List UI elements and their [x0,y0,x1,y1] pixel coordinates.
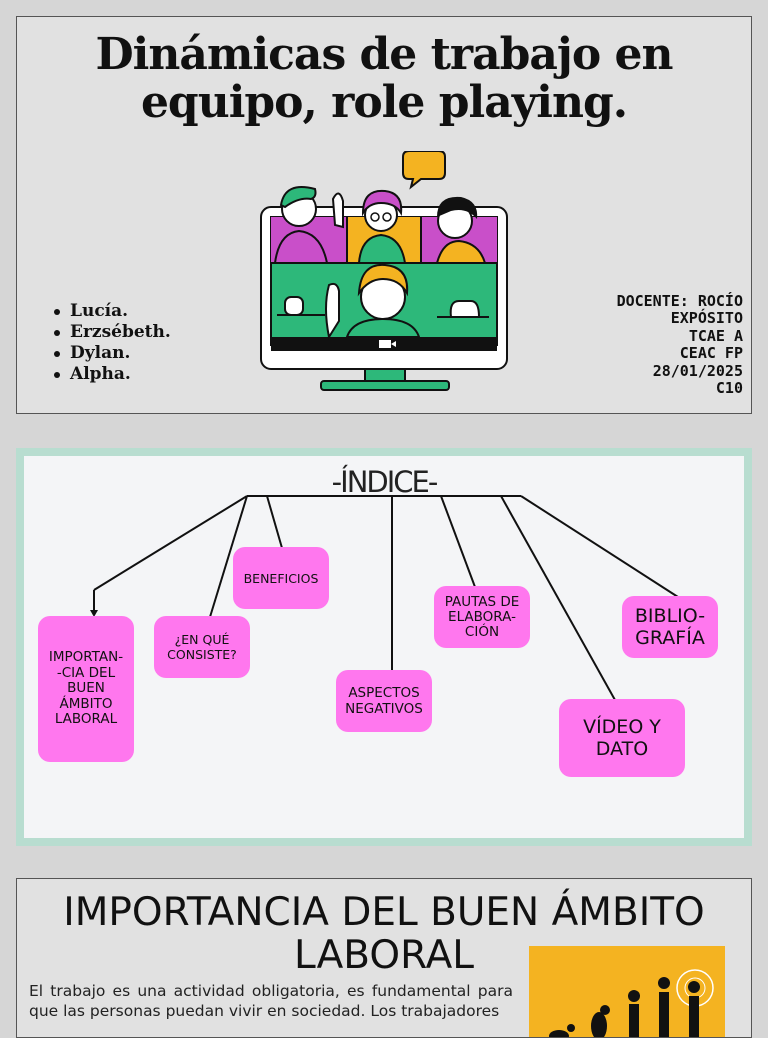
title-slide: Dinámicas de trabajo en equipo, role pla… [16,16,752,414]
index-item-beneficios[interactable]: BENEFICIOS [233,547,329,609]
index-item-aspectos[interactable]: ASPECTOS NEGATIVOS [336,670,432,732]
slide-title-line-1: Dinámicas de trabajo en [95,29,674,80]
teacher-line: CEAC FP [679,344,743,363]
team-members-list: Lucía. Erzsébeth. Dylan. Alpha. [53,301,171,385]
teacher-line: 28/01/2025 [652,361,743,380]
slide-title: IMPORTANCIA DEL BUEN ÁMBITO LABORAL [17,891,751,977]
index-item-bibliografia[interactable]: BIBLIO- GRAFÍA [622,596,718,658]
index-panel: -ÍNDICE- IMPORTAN- -CIA DEL BUEN ÁMBITO … [24,456,744,838]
index-item-video[interactable]: VÍDEO Y DATO [559,699,685,777]
teacher-line: EXPÓSITO [670,309,743,328]
teacher-line: C10 [715,379,743,398]
slide-title-line-2: equipo, role playing. [140,77,628,128]
slide-title: Dinámicas de trabajo en equipo, role pla… [17,31,751,127]
teacher-info: DOCENTE: ROCÍO EXPÓSITO TCAE A CEAC FP 2… [616,292,743,398]
index-item-pautas[interactable]: PAUTAS DE ELABORA- CIÓN [434,586,530,648]
slide-body-text: El trabajo es una actividad obligatoria,… [29,982,513,1020]
index-title: -ÍNDICE- [331,465,439,499]
slide-title-line-2: LABORAL [294,933,474,978]
slide-title-line-1: IMPORTANCIA DEL BUEN ÁMBITO [63,890,705,935]
index-item-consiste[interactable]: ¿EN QUÉ CONSISTE? [154,616,250,678]
human-evolution-icon [529,946,725,1037]
index-item-importancia[interactable]: IMPORTAN- -CIA DEL BUEN ÁMBITO LABORAL [38,616,134,762]
video-call-monitor-icon [260,151,508,391]
teacher-line: TCAE A [688,326,743,345]
importance-slide: IMPORTANCIA DEL BUEN ÁMBITO LABORAL El t… [16,878,752,1038]
list-item: Lucía. [53,301,171,322]
list-item: Alpha. [53,364,171,385]
teacher-line: DOCENTE: ROCÍO [616,292,743,310]
list-item: Dylan. [53,343,171,364]
index-slide: -ÍNDICE- IMPORTAN- -CIA DEL BUEN ÁMBITO … [16,448,752,846]
list-item: Erzsébeth. [53,322,171,343]
